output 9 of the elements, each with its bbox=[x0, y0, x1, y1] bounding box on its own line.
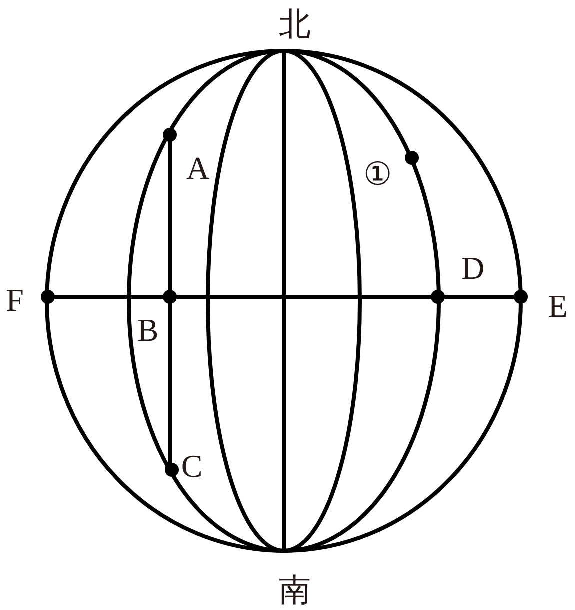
point-label: B bbox=[137, 314, 159, 346]
line-label: ① bbox=[364, 158, 392, 190]
point-label: D bbox=[461, 252, 485, 284]
direction-label: 北 bbox=[279, 8, 311, 40]
point-label: A bbox=[186, 152, 210, 184]
point-label: F bbox=[6, 284, 24, 316]
point-label: C bbox=[181, 450, 203, 482]
point-label: E bbox=[548, 290, 568, 322]
direction-label: 南 bbox=[279, 574, 311, 606]
